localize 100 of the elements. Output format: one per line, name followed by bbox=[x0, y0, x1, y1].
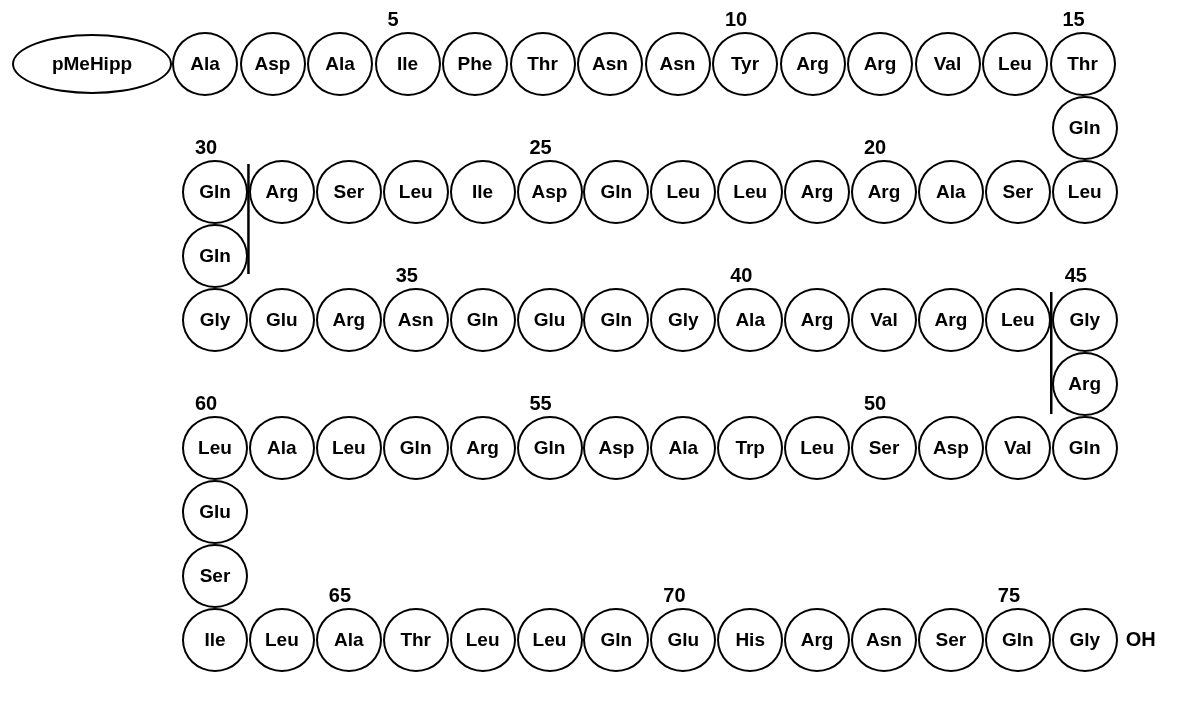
residue-circle bbox=[382, 608, 449, 672]
residue-circle bbox=[1051, 416, 1118, 480]
residue-number: 50 bbox=[864, 392, 887, 415]
residue-circle bbox=[307, 32, 373, 96]
residue-label: Gln bbox=[399, 437, 432, 459]
residue-label: Ala bbox=[190, 53, 220, 75]
residue-label: Trp bbox=[735, 437, 765, 459]
residue-circle bbox=[779, 32, 846, 96]
residue-circle bbox=[650, 416, 717, 480]
group-label: pMeHipp bbox=[51, 53, 133, 75]
residue-circle bbox=[717, 160, 784, 224]
residue-label: Ala bbox=[325, 53, 355, 75]
residue-circle bbox=[172, 32, 238, 96]
residue-label: Arg bbox=[867, 181, 901, 203]
residue-circle bbox=[851, 160, 917, 224]
residue-label: His bbox=[735, 629, 765, 651]
residue-circle bbox=[248, 288, 315, 352]
residue-label: Leu bbox=[465, 629, 500, 651]
residue-label: Arg bbox=[800, 309, 834, 331]
residue-circle bbox=[851, 608, 917, 672]
residue-label: Thr bbox=[527, 53, 558, 75]
residue-label: Gly bbox=[1069, 309, 1100, 331]
residue-number: 30 bbox=[195, 136, 218, 159]
residue-number: 15 bbox=[1062, 8, 1085, 31]
residue-circle bbox=[248, 416, 315, 480]
residue-circle bbox=[382, 160, 449, 224]
residue-label: Tyr bbox=[730, 53, 760, 75]
residue-label: Ile bbox=[472, 181, 494, 203]
residue-label: Glu bbox=[199, 501, 231, 523]
residue-number: 20 bbox=[864, 136, 887, 159]
residue-label: Thr bbox=[400, 629, 431, 651]
residue-circle bbox=[182, 224, 248, 288]
residue-circle bbox=[583, 608, 650, 672]
residue-circle bbox=[784, 288, 851, 352]
residue-label: Arg bbox=[466, 437, 499, 459]
residue-label: Asp bbox=[932, 437, 969, 459]
residue-circle bbox=[516, 608, 583, 672]
residue-label: Asn bbox=[659, 53, 696, 75]
residue-number: 35 bbox=[395, 264, 418, 287]
residue-label: Gly bbox=[1069, 629, 1100, 651]
residue-circle bbox=[182, 416, 248, 480]
residue-label: Leu bbox=[998, 53, 1032, 75]
residue-circle bbox=[917, 288, 984, 352]
residue-number: 70 bbox=[663, 584, 686, 607]
residue-circle bbox=[847, 32, 913, 96]
residue-circle bbox=[449, 288, 516, 352]
residue-circle bbox=[717, 288, 784, 352]
residue-circle bbox=[712, 32, 778, 96]
residue-circle bbox=[984, 416, 1051, 480]
residue-circle bbox=[914, 32, 981, 96]
residue-label: Asp bbox=[598, 437, 635, 459]
residue-circle bbox=[516, 288, 583, 352]
residue-circle bbox=[583, 416, 650, 480]
residue-circle bbox=[583, 288, 650, 352]
residue-circle bbox=[1051, 352, 1118, 416]
residue-number: 75 bbox=[997, 584, 1021, 607]
residue-circle bbox=[984, 608, 1051, 672]
residue-circle bbox=[182, 608, 248, 672]
residue-label: Arg bbox=[796, 53, 829, 75]
residue-label: Ile bbox=[396, 53, 419, 75]
residue-label: Arg bbox=[863, 53, 897, 75]
residue-label: Leu bbox=[398, 181, 433, 203]
residue-circle bbox=[917, 160, 984, 224]
residue-circle bbox=[717, 416, 784, 480]
residue-circle bbox=[449, 416, 516, 480]
residue-label: Arg bbox=[800, 629, 834, 651]
residue-label: Gln bbox=[199, 245, 231, 267]
residue-label: Gln bbox=[1001, 629, 1034, 651]
residue-label: Gln bbox=[1068, 117, 1101, 139]
residue-circle bbox=[583, 160, 650, 224]
residue-label: Gln bbox=[600, 181, 633, 203]
residue-label: Asp bbox=[531, 181, 568, 203]
residue-circle bbox=[784, 416, 851, 480]
residue-label: Leu bbox=[800, 437, 834, 459]
residue-label: Asn bbox=[592, 53, 628, 75]
residue-label: Ser bbox=[868, 437, 900, 459]
residue-number: 45 bbox=[1064, 264, 1087, 287]
residue-label: Gln bbox=[1068, 437, 1101, 459]
residue-circle bbox=[1051, 608, 1118, 672]
residue-circle bbox=[182, 288, 248, 352]
residue-label: Val bbox=[933, 53, 962, 75]
residue-circle bbox=[449, 160, 516, 224]
residue-circle bbox=[784, 160, 851, 224]
residue-number: 40 bbox=[730, 264, 753, 287]
residue-label: Ile bbox=[204, 629, 226, 651]
residue-label: Arg bbox=[332, 309, 366, 331]
residue-label: Glu bbox=[266, 309, 298, 331]
residue-label: Leu bbox=[1000, 309, 1035, 331]
residue-label: Phe bbox=[457, 53, 493, 75]
residue-circle bbox=[516, 160, 583, 224]
residue-label: Val bbox=[870, 309, 898, 331]
residue-circle bbox=[650, 608, 717, 672]
residue-label: Thr bbox=[1067, 53, 1098, 75]
residue-label: Leu bbox=[666, 181, 701, 203]
residue-circle bbox=[442, 32, 508, 96]
residue-circle bbox=[374, 32, 441, 96]
residue-label: Arg bbox=[800, 181, 834, 203]
residue-circle bbox=[315, 416, 382, 480]
residue-number: 65 bbox=[328, 584, 352, 607]
residue-label: Asp bbox=[254, 53, 291, 75]
